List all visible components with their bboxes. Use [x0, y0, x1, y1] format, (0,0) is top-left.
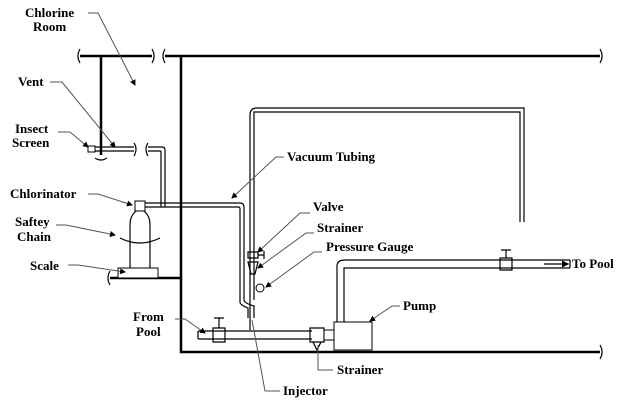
- label-chlorine-room: Chlorine: [25, 5, 74, 20]
- label-injector: Injector: [283, 383, 328, 398]
- chlorinator: [117, 200, 161, 279]
- label-vent: Vent: [18, 74, 44, 89]
- label-vacuum-tubing: Vacuum Tubing: [287, 149, 376, 164]
- label-valve: Valve: [313, 199, 344, 214]
- label-to-pool: To Pool: [572, 256, 614, 271]
- strainer-bottom-icon: [309, 327, 325, 352]
- svg-text:Chain: Chain: [17, 229, 52, 244]
- walls: [77, 48, 603, 360]
- vacuum-tubing: [145, 202, 255, 318]
- label-strainer-bottom: Strainer: [337, 362, 383, 377]
- vent-pipe: [87, 142, 166, 207]
- label-from-pool: From: [133, 309, 164, 324]
- safety-chain: [119, 237, 161, 244]
- leader-lines: [50, 12, 400, 392]
- pump-icon: [333, 321, 373, 351]
- label-strainer-top: Strainer: [317, 220, 363, 235]
- scale: [117, 267, 159, 279]
- label-safety-chain: Saftey: [15, 214, 50, 229]
- svg-text:Screen: Screen: [12, 135, 50, 150]
- svg-text:Room: Room: [33, 19, 66, 34]
- pressure-gauge-icon: [255, 283, 265, 293]
- label-pressure-gauge: Pressure Gauge: [326, 239, 413, 254]
- svg-text:Pool: Pool: [136, 324, 161, 339]
- water-line-loop: [249, 107, 525, 330]
- labels: Chlorine Room Vent Insect Screen Chlorin…: [10, 5, 614, 398]
- insect-screen-icon: [87, 145, 96, 153]
- label-pump: Pump: [403, 298, 436, 313]
- label-chlorinator: Chlorinator: [10, 186, 77, 201]
- label-insect-screen: Insect: [15, 121, 49, 136]
- from-pool-valve: [212, 317, 226, 343]
- label-scale: Scale: [30, 258, 59, 273]
